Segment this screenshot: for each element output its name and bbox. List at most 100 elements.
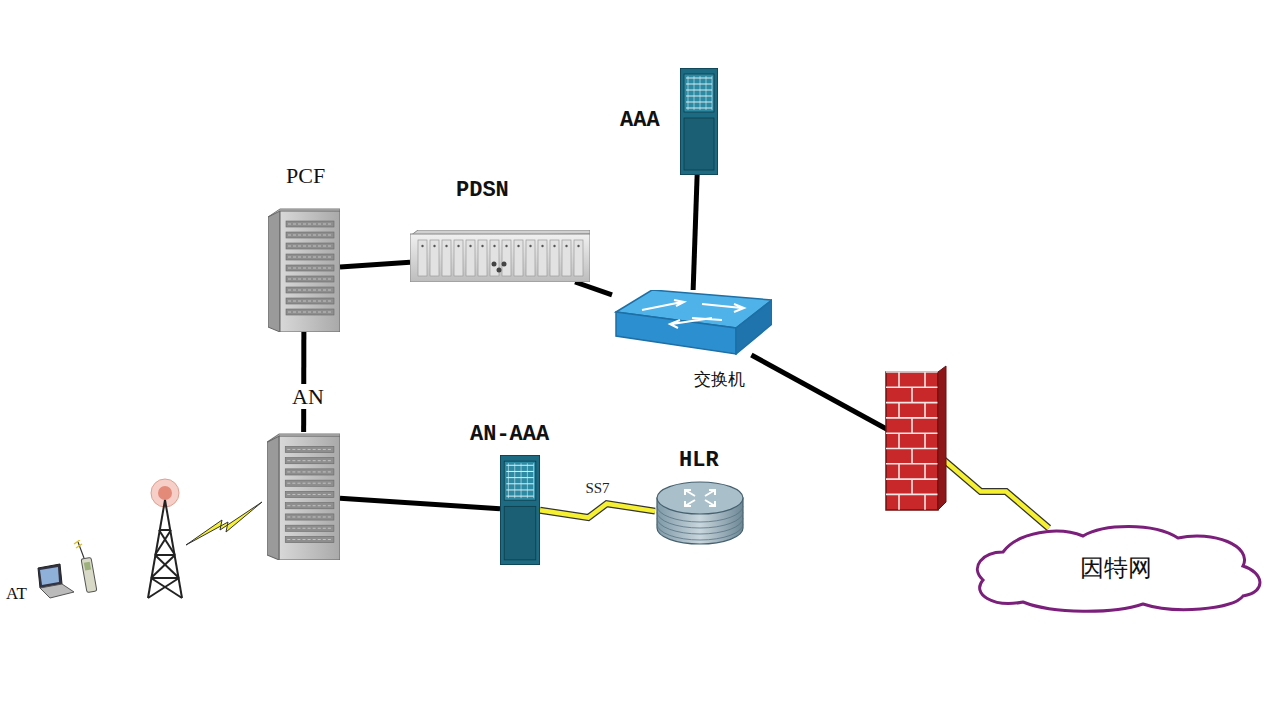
drawing-part <box>694 76 695 110</box>
connector-stroke <box>751 355 892 432</box>
drawing-part <box>84 562 91 571</box>
drawing-part <box>287 516 332 517</box>
drawing-part <box>686 96 712 97</box>
drawing-part <box>924 372 926 387</box>
drawing-part <box>492 262 497 267</box>
drawing-part <box>155 554 175 556</box>
drawing-part <box>505 245 507 247</box>
connector-stroke <box>301 332 306 432</box>
drawing-part <box>288 224 332 225</box>
drawing-part <box>454 240 463 276</box>
drawing-part <box>268 211 280 332</box>
drawing-part <box>712 76 713 110</box>
connector <box>540 504 655 518</box>
connector <box>575 282 612 295</box>
drawing-part <box>410 234 590 282</box>
drawing-part <box>527 463 528 498</box>
cloud-text: 因特网 <box>963 522 1269 614</box>
drawing-part <box>574 240 583 276</box>
drawing-part <box>898 494 900 509</box>
drawing-part <box>553 245 555 247</box>
drawing-part <box>285 525 334 531</box>
drawing-part <box>538 240 547 276</box>
drawing-part <box>688 76 689 110</box>
drawing-part <box>418 240 427 276</box>
drawing-part <box>529 245 531 247</box>
drawing-part <box>577 245 579 247</box>
radio-tower <box>148 479 182 598</box>
drawing-part <box>500 455 540 565</box>
drawing-part <box>287 494 332 495</box>
drawing-part <box>165 500 182 598</box>
drawing-part <box>911 418 913 433</box>
drawing-part <box>898 464 900 479</box>
drawing-part <box>924 433 926 448</box>
drawing-part <box>287 528 332 529</box>
drawing-part <box>285 446 334 452</box>
drawing-part <box>502 240 511 276</box>
drawing-part <box>286 232 334 238</box>
drawing-part <box>155 530 171 555</box>
network-device: PDSN <box>410 230 590 282</box>
device-label: PDSN <box>454 178 511 203</box>
device-label: AAA <box>618 108 662 133</box>
drawing-part <box>421 245 423 247</box>
drawing-part <box>686 90 712 91</box>
drawing-part <box>616 312 736 354</box>
drawing-part <box>287 539 332 540</box>
connector <box>303 332 304 432</box>
drawing-part <box>924 494 926 509</box>
connector-stroke <box>540 504 655 518</box>
device-label: AN <box>290 384 326 409</box>
internet-cloud: 因特网 <box>963 522 1269 614</box>
drawing-part <box>642 300 744 328</box>
drawing-part <box>481 245 483 247</box>
network-device: 交换机 <box>612 290 772 355</box>
drawing-part <box>267 436 279 560</box>
drawing-part <box>433 245 435 247</box>
drawing-part <box>287 460 332 461</box>
drawing-part <box>541 245 543 247</box>
drawing-part <box>286 298 334 304</box>
drawing-part <box>514 463 515 498</box>
drawing-part <box>506 471 533 472</box>
drawing-part <box>279 436 340 560</box>
drawing-part <box>285 503 334 509</box>
drawing-part <box>911 449 913 464</box>
drawing-part <box>700 76 701 110</box>
drawing-part <box>886 432 938 434</box>
drawing-part <box>286 221 334 227</box>
network-device: HLR <box>655 478 745 545</box>
connector-stroke <box>938 455 1049 528</box>
drawing-part <box>151 578 182 598</box>
drawing-part <box>285 536 334 542</box>
connector-stroke <box>540 504 655 518</box>
device-label: PCF <box>284 163 327 188</box>
device-icon <box>267 432 340 560</box>
drawing-part <box>155 555 179 578</box>
drawing-part <box>40 567 59 585</box>
device-icon <box>680 68 718 175</box>
drawing-part <box>288 290 332 291</box>
drawing-part <box>285 480 334 486</box>
drawing-part <box>286 309 334 315</box>
drawing-part <box>565 245 567 247</box>
connector-stroke <box>693 175 697 290</box>
drawing-part <box>706 76 707 110</box>
drawing-part <box>685 490 715 506</box>
drawing-part <box>430 240 439 276</box>
drawing-part <box>898 433 900 448</box>
device-label: AT <box>4 584 29 604</box>
drawing-part <box>285 514 334 520</box>
connector <box>693 175 697 290</box>
firewall <box>886 366 946 510</box>
drawing-part <box>517 245 519 247</box>
connector-stroke <box>340 498 500 508</box>
drawing-part <box>562 240 571 276</box>
drawing-part <box>514 240 523 276</box>
drawing-part <box>280 211 340 332</box>
drawing-part <box>502 262 507 267</box>
drawing-part <box>158 486 172 500</box>
drawing-part <box>288 312 332 313</box>
drawing-part <box>159 529 171 531</box>
